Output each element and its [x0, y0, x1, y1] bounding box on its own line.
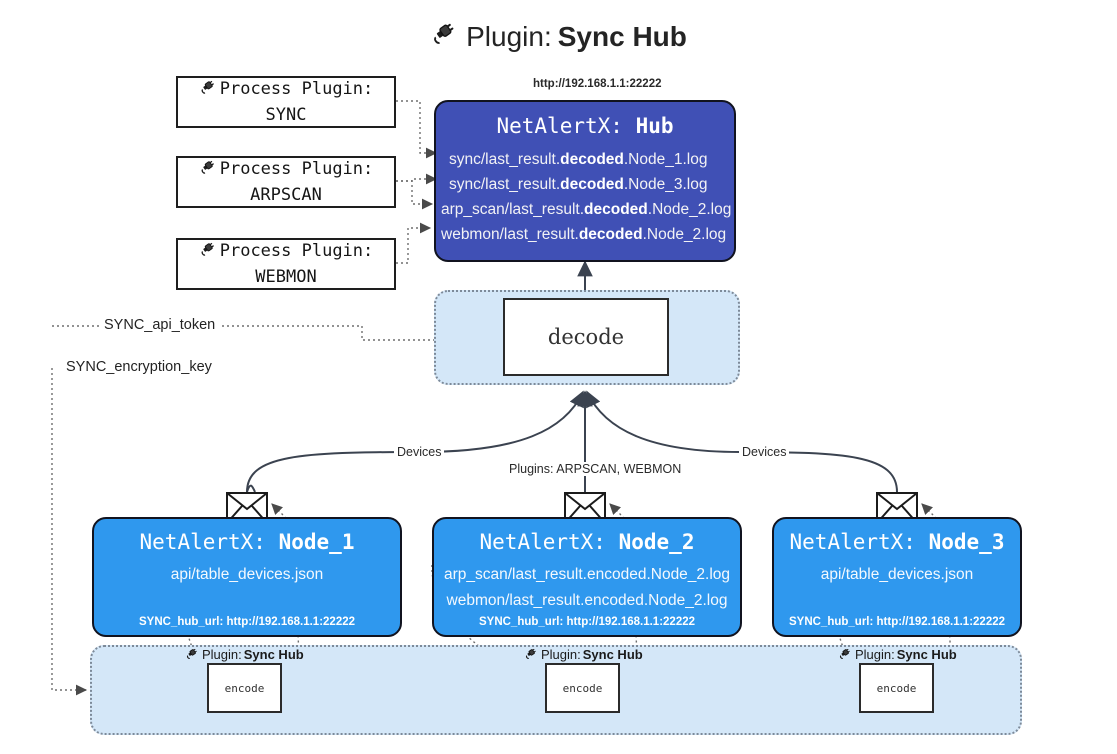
page-title-name: Sync Hub [557, 21, 687, 52]
sync-encryption-key-label: SYNC_encryption_key [62, 359, 216, 375]
sync-api-token-label: SYNC_api_token [100, 317, 220, 333]
encode-box-3[interactable]: encode [859, 663, 934, 713]
process-plugin-box-sync[interactable]: Process Plugin: SYNC [176, 76, 396, 128]
hub-node[interactable]: NetAlertX: Hub sync/last_result.decoded.… [434, 100, 736, 262]
page-title: Plugin: Sync Hub [0, 16, 1117, 58]
node-log-line: api/table_devices.json [820, 566, 974, 583]
process-plugin-name: WEBMON [255, 267, 317, 287]
encode-caption-1: Plugin: Sync Hub [185, 645, 304, 663]
node-title: NetAlertX: Node_3 [789, 530, 1005, 554]
node-log-line: api/table_devices.json [170, 566, 324, 583]
hub-title: NetAlertX: Hub [436, 114, 734, 138]
node-log-list: api/table_devices.json [821, 562, 974, 588]
encode-caption-name: Sync Hub [896, 646, 957, 662]
process-plugin-label: Process Plugin: [219, 241, 374, 261]
node-footer-url: SYNC_hub_url: http://192.168.1.1:22222 [788, 616, 1006, 628]
edge-webmon-to-hub [396, 222, 432, 264]
node-box-node3[interactable]: NetAlertX: Node_3 api/table_devices.json… [772, 517, 1022, 637]
encode-caption-2: Plugin: Sync Hub [524, 645, 643, 663]
node-log-list: arp_scan/last_result.encoded.Node_2.log … [444, 562, 730, 614]
encode-caption-prefix: Plugin: [855, 646, 895, 662]
node-log-list: api/table_devices.json [171, 562, 324, 588]
hub-url-label: http://192.168.1.1:22222 [533, 78, 662, 90]
edge-node1-to-decode [246, 390, 584, 493]
process-plugin-name: ARPSCAN [250, 185, 322, 205]
edge-label-devices-left: Devices [394, 445, 445, 459]
node-log-line: arp_scan/last_result.encoded.Node_2.log [443, 566, 731, 583]
plug-icon [199, 238, 218, 265]
node-box-node2[interactable]: NetAlertX: Node_2 arp_scan/last_result.e… [432, 517, 742, 637]
edge-arpscan-to-hub [396, 173, 438, 210]
edge-sync-to-hub-line1 [396, 100, 438, 159]
encode-caption-name: Sync Hub [243, 646, 304, 662]
node-log-line: webmon/last_result.encoded.Node_2.log [446, 592, 728, 609]
plug-icon [430, 16, 460, 58]
process-plugin-box-arpscan[interactable]: Process Plugin: ARPSCAN [176, 156, 396, 208]
process-plugin-name: SYNC [265, 105, 307, 125]
edge-node3-to-decode [586, 390, 898, 493]
node-footer-url: SYNC_hub_url: http://192.168.1.1:22222 [478, 616, 696, 628]
process-plugin-label: Process Plugin: [219, 159, 374, 179]
encode-caption-prefix: Plugin: [541, 646, 581, 662]
plug-icon [185, 645, 200, 663]
encode-caption-name: Sync Hub [582, 646, 643, 662]
decode-box[interactable]: decode [503, 298, 669, 376]
encode-caption-3: Plugin: Sync Hub [838, 645, 957, 663]
plug-icon [199, 76, 218, 103]
process-plugin-box-webmon[interactable]: Process Plugin: WEBMON [176, 238, 396, 290]
node-title: NetAlertX: Node_2 [479, 530, 695, 554]
node-footer-url: SYNC_hub_url: http://192.168.1.1:22222 [138, 616, 356, 628]
process-plugin-label: Process Plugin: [219, 79, 374, 99]
hub-log-line: webmon/last_result.decoded.Node_2.log [441, 226, 727, 243]
edge-encryption-key-to-pane [51, 368, 88, 696]
hub-log-line: sync/last_result.decoded.Node_3.log [449, 176, 708, 193]
hub-log-list: sync/last_result.decoded.Node_1.log sync… [436, 147, 734, 247]
hub-log-line: sync/last_result.decoded.Node_1.log [449, 151, 708, 168]
node-title: NetAlertX: Node_1 [139, 530, 355, 554]
encode-box-2[interactable]: encode [545, 663, 620, 713]
hub-title-prefix: NetAlertX: [496, 114, 623, 138]
page-title-prefix: Plugin: [466, 21, 552, 52]
hub-title-name: Hub [635, 114, 674, 138]
plug-icon [838, 645, 853, 663]
edge-label-devices-right: Devices [739, 445, 790, 459]
edge-label-plugins-center: Plugins: ARPSCAN, WEBMON [506, 462, 685, 476]
plug-icon [199, 156, 218, 183]
plug-icon [524, 645, 539, 663]
hub-log-line: arp_scan/last_result.decoded.Node_2.log [441, 201, 732, 218]
encode-box-1[interactable]: encode [207, 663, 282, 713]
node-box-node1[interactable]: NetAlertX: Node_1 api/table_devices.json… [92, 517, 402, 637]
encode-caption-prefix: Plugin: [202, 646, 242, 662]
